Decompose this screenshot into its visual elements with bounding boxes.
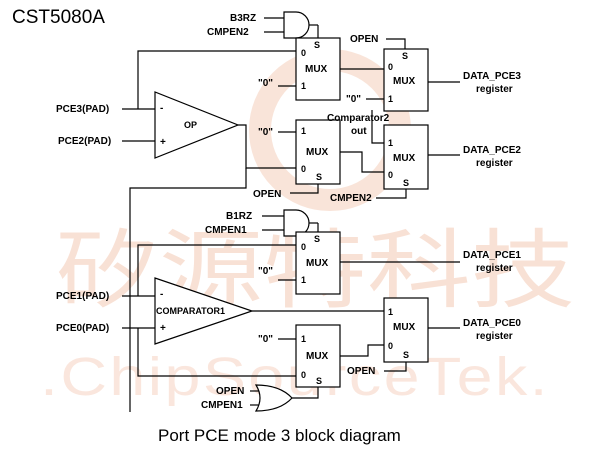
mux-c-zero-label: "0" bbox=[258, 127, 273, 138]
comparator2-out-label-2: out bbox=[351, 126, 367, 137]
mux-e-sel: S bbox=[314, 234, 320, 244]
mux-a-label: MUX bbox=[305, 64, 328, 75]
mux-g-in0: 0 bbox=[388, 341, 393, 351]
output-data-pce3: DATA_PCE3 bbox=[463, 71, 521, 82]
gate-input-cmpen1: CMPEN1 bbox=[205, 225, 247, 236]
mux-d-in1: 1 bbox=[388, 138, 393, 148]
mux-b-zero-label: "0" bbox=[346, 94, 361, 105]
output-data-pce0-register: register bbox=[476, 331, 513, 342]
output-data-pce0: DATA_PCE0 bbox=[463, 318, 521, 329]
mux-c-sel: S bbox=[316, 172, 322, 182]
mux-f-in0: 0 bbox=[301, 370, 306, 380]
pin-pce2: PCE2(PAD) bbox=[58, 136, 111, 147]
pin-pce0: PCE0(PAD) bbox=[56, 323, 109, 334]
chip-title: CST5080A bbox=[12, 7, 105, 28]
mux-c-in1: 1 bbox=[301, 126, 306, 136]
pin-pce1: PCE1(PAD) bbox=[56, 291, 109, 302]
mux-a-in0: 0 bbox=[301, 48, 306, 58]
mux-e bbox=[295, 231, 341, 295]
mux-e-in0: 0 bbox=[301, 242, 306, 252]
mux-a-in1: 1 bbox=[301, 81, 306, 91]
output-data-pce1: DATA_PCE1 bbox=[463, 250, 521, 261]
op-minus: - bbox=[160, 103, 163, 114]
comparator1-plus: + bbox=[160, 323, 166, 334]
gate-input-b3rz: B3RZ bbox=[230, 13, 256, 24]
mux-f-sel: S bbox=[316, 376, 322, 386]
mux-d-cmpen2-label: CMPEN2 bbox=[330, 193, 372, 204]
watermark-latin: .ChipSourceTek. bbox=[40, 347, 550, 407]
mux-g-sel: S bbox=[403, 350, 409, 360]
mux-a-sel: S bbox=[314, 40, 320, 50]
output-data-pce1-register: register bbox=[476, 263, 513, 274]
mux-a-zero-label: "0" bbox=[258, 78, 273, 89]
op-label: OP bbox=[184, 120, 197, 130]
mux-e-zero-label: "0" bbox=[258, 266, 273, 277]
mux-f-in1: 1 bbox=[301, 334, 306, 344]
mux-f-zero-label: "0" bbox=[258, 334, 273, 345]
mux-c-open-label: OPEN bbox=[253, 189, 281, 200]
mux-d-in0: 0 bbox=[388, 170, 393, 180]
mux-c-label: MUX bbox=[306, 147, 329, 158]
mux-a bbox=[295, 37, 341, 101]
gate-input-cmpen2: CMPEN2 bbox=[207, 27, 249, 38]
output-data-pce3-register: register bbox=[476, 84, 513, 95]
mux-f-label: MUX bbox=[306, 351, 329, 362]
mux-g-open-label: OPEN bbox=[347, 366, 375, 377]
gate-input-b1rz: B1RZ bbox=[226, 211, 252, 222]
mux-b-in1: 1 bbox=[388, 94, 393, 104]
or-gate-bot bbox=[254, 384, 293, 412]
and-gate-top bbox=[283, 11, 310, 39]
mux-e-label: MUX bbox=[306, 258, 329, 269]
comparator2-out-label: Comparator2 bbox=[327, 113, 390, 124]
mux-b-in0: 0 bbox=[388, 62, 393, 72]
pin-pce3: PCE3(PAD) bbox=[56, 104, 109, 115]
mux-g-in1: 1 bbox=[388, 307, 393, 317]
mux-g-label: MUX bbox=[393, 322, 416, 333]
mux-b-sel: S bbox=[402, 51, 408, 61]
op-plus: + bbox=[160, 137, 166, 148]
mux-b-open-label: OPEN bbox=[350, 34, 378, 45]
mux-d bbox=[383, 124, 429, 190]
mux-e-in1: 1 bbox=[301, 275, 306, 285]
mux-g bbox=[383, 297, 429, 363]
mux-c-in0: 0 bbox=[301, 164, 306, 174]
mux-d-sel: S bbox=[403, 178, 409, 188]
mux-d-label: MUX bbox=[393, 153, 416, 164]
mux-b-label: MUX bbox=[393, 76, 416, 87]
mux-b bbox=[383, 48, 429, 112]
gate-input-cmpen1-or: CMPEN1 bbox=[201, 400, 243, 411]
mux-c bbox=[295, 119, 341, 185]
comparator1-minus: - bbox=[160, 289, 163, 300]
diagram-caption: Port PCE mode 3 block diagram bbox=[158, 426, 401, 445]
output-data-pce2-register: register bbox=[476, 158, 513, 169]
output-data-pce2: DATA_PCE2 bbox=[463, 145, 521, 156]
comparator1-label: COMPARATOR1 bbox=[156, 306, 225, 316]
op-amplifier bbox=[154, 91, 240, 159]
comparator1 bbox=[154, 277, 254, 345]
gate-input-open: OPEN bbox=[216, 386, 244, 397]
